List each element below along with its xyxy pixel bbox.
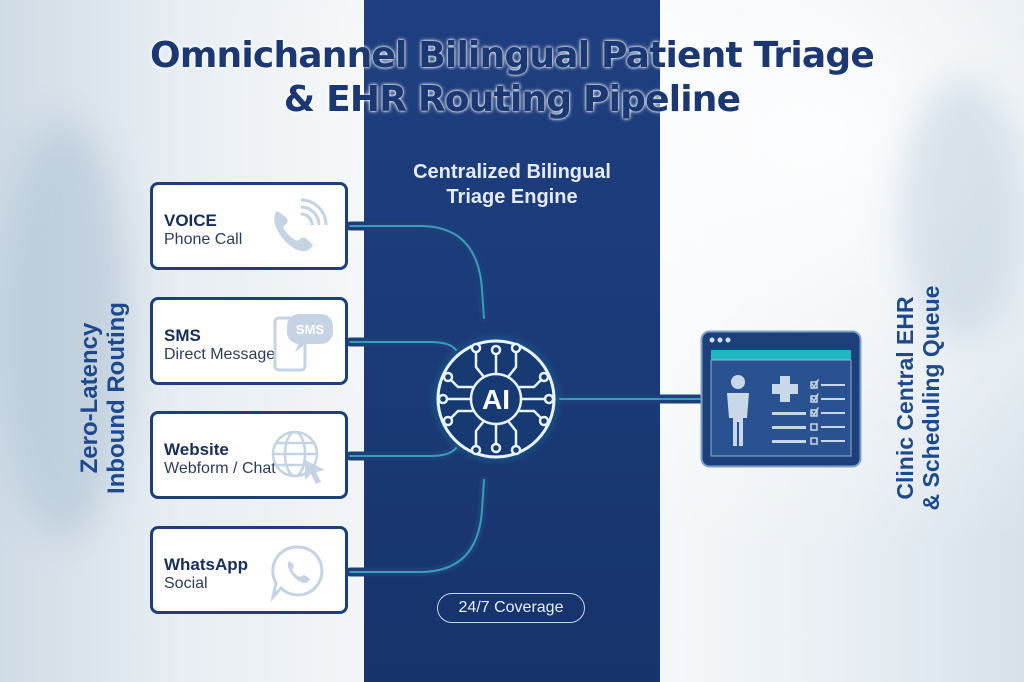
inbound-routing-label: Zero-Latency Inbound Routing	[76, 248, 130, 548]
channel-card-website: Website Webform / Chat	[150, 411, 348, 499]
channel-subtitle: Webform / Chat	[164, 460, 276, 477]
channel-card-sms: SMS Direct Message SMS	[150, 297, 348, 385]
phone-icon	[274, 198, 328, 252]
background-blur-right	[900, 80, 1024, 340]
inbound-routing-line-2: Inbound Routing	[103, 302, 130, 494]
engine-heading-line-2: Triage Engine	[446, 186, 578, 208]
ehr-queue-line-1: Clinic Central EHR	[892, 296, 918, 500]
channel-name: Website	[164, 440, 229, 459]
channel-name: SMS	[164, 326, 201, 345]
channel-subtitle: Social	[164, 575, 208, 592]
sms-icon: SMS	[273, 314, 333, 372]
background-blur-left	[0, 120, 130, 540]
connector-voice	[345, 221, 489, 323]
whatsapp-icon	[270, 545, 324, 603]
ehr-queue-line-2: & Scheduling Queue	[918, 285, 944, 511]
coverage-badge: 24/7 Coverage	[437, 593, 585, 623]
engine-heading-line-1: Centralized Bilingual	[413, 161, 611, 183]
ehr-queue-label: Clinic Central EHR & Scheduling Queue	[892, 248, 944, 548]
ehr-screen-icon	[700, 330, 862, 468]
channel-subtitle: Phone Call	[164, 231, 243, 248]
channel-card-voice: VOICE Phone Call	[150, 182, 348, 270]
title-line-2: & EHR Routing Pipeline	[283, 79, 741, 120]
channel-subtitle: Direct Message	[164, 346, 276, 363]
globe-cursor-icon	[271, 430, 325, 484]
engine-heading: Centralized Bilingual Triage Engine	[364, 160, 660, 210]
title-line-1: Omnichannel Bilingual Patient Triage	[150, 35, 875, 76]
channel-name: VOICE	[164, 211, 217, 230]
ai-circuit-hub	[428, 331, 564, 467]
inbound-routing-line-1: Zero-Latency	[76, 322, 103, 474]
sms-icon-text: SMS	[296, 322, 325, 337]
diagram-title: Omnichannel Bilingual Patient Triage & E…	[140, 34, 884, 122]
channel-card-whatsapp: WhatsApp Social	[150, 526, 348, 614]
channel-name: WhatsApp	[164, 555, 249, 574]
ai-core-label: AI	[482, 384, 510, 415]
